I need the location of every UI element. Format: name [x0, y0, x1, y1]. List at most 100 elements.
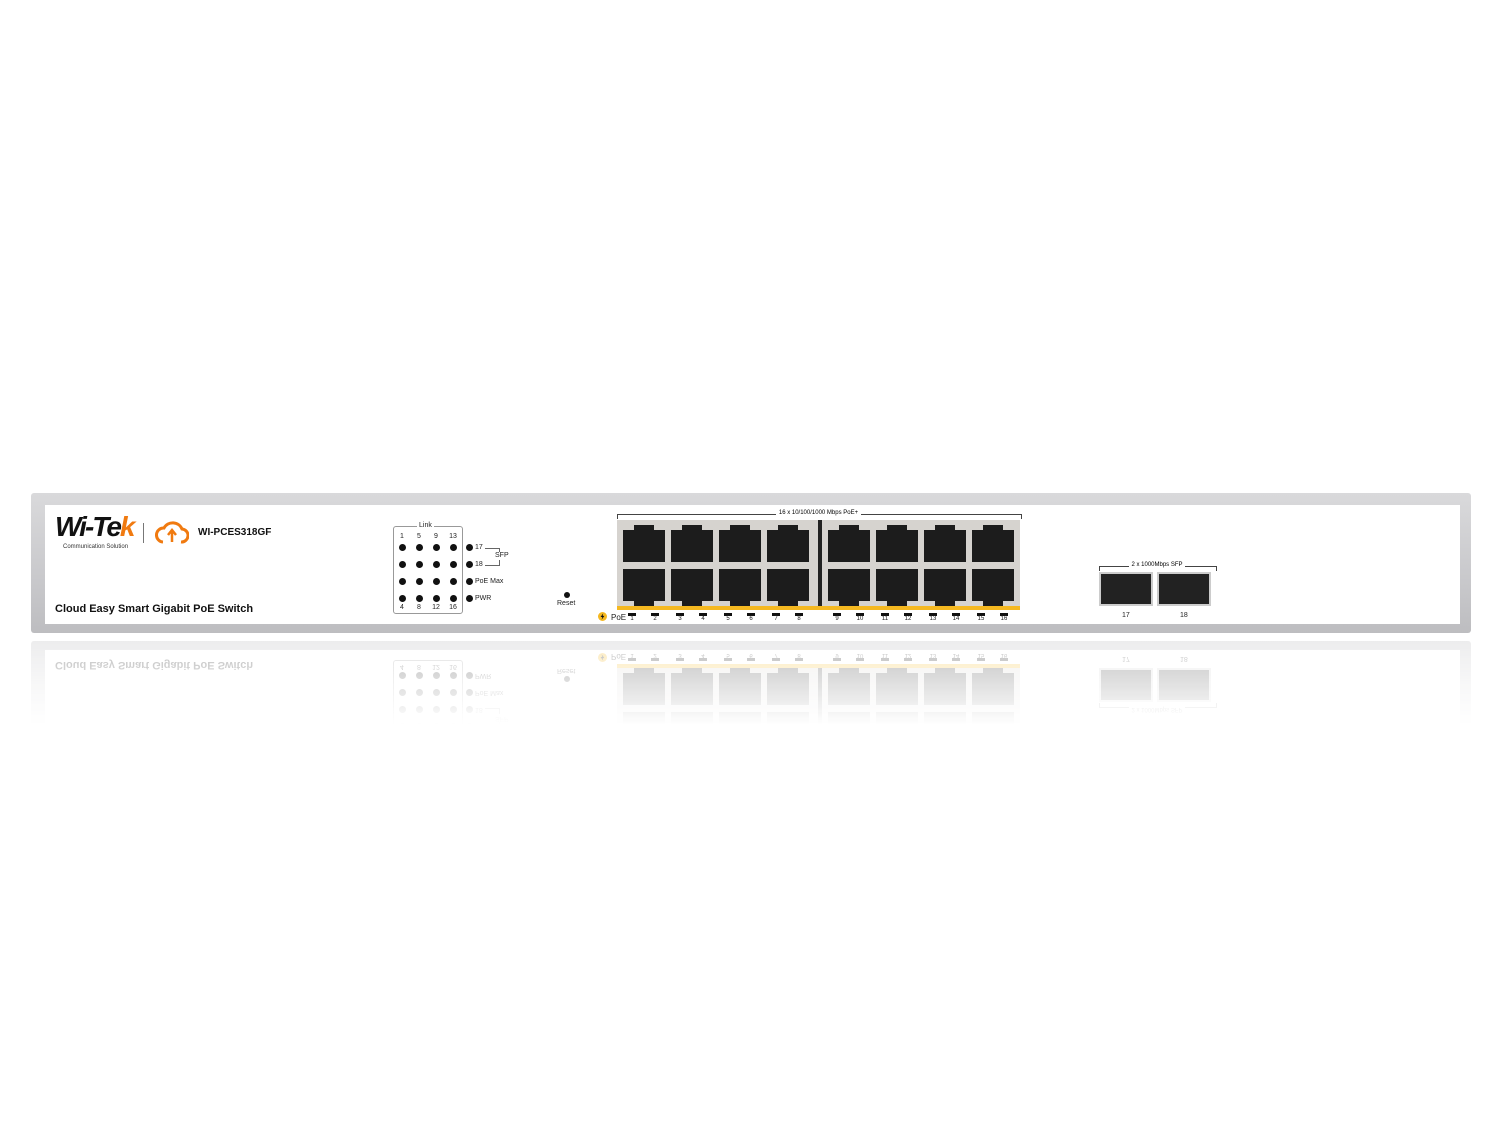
rj45-port-10[interactable]	[828, 569, 870, 606]
rj45-title: 16 x 10/100/1000 Mbps PoE+	[775, 510, 862, 516]
led-column-number: 1	[400, 533, 404, 540]
port-number: 5	[726, 616, 730, 622]
sfp-title: 2 x 1000Mbps SFP	[1129, 562, 1185, 568]
poe-led	[724, 613, 732, 616]
poe-label: PoE	[611, 613, 627, 622]
port-number: 12	[904, 616, 912, 622]
link-led	[399, 561, 406, 568]
product-tagline: Cloud Easy Smart Gigabit PoE Switch	[55, 603, 254, 615]
poe-led	[651, 613, 659, 616]
link-led	[433, 561, 440, 568]
link-led-title: Link	[417, 522, 434, 530]
poe-led	[699, 613, 707, 616]
rj45-port-1[interactable]	[623, 525, 665, 562]
port-number: 9	[835, 616, 839, 622]
poe-led	[747, 613, 755, 616]
port-number: 11	[881, 616, 889, 622]
link-led	[433, 578, 440, 585]
sfp-port-18[interactable]	[1157, 572, 1211, 606]
link-led	[416, 595, 423, 602]
rj45-port-4[interactable]	[671, 569, 713, 606]
port-number: 15	[977, 616, 985, 622]
led-column-number: 16	[449, 604, 457, 611]
sfp-port-label: 17	[1122, 612, 1130, 619]
poe-bolt-icon	[598, 612, 607, 621]
port-number: 10	[856, 616, 864, 622]
port-number: 6	[749, 616, 753, 622]
poe-led	[1000, 613, 1008, 616]
port-number: 4	[701, 616, 705, 622]
brand-tagline: Communication Solution	[63, 544, 129, 550]
model-number: WI-PCES318GF	[198, 527, 272, 538]
rj45-port-2[interactable]	[623, 569, 665, 606]
rj45-port-5[interactable]	[719, 525, 761, 562]
poe-led	[795, 613, 803, 616]
link-led	[399, 578, 406, 585]
port-number: 2	[653, 616, 657, 622]
status-led-label: PoE Max	[475, 578, 504, 586]
poe-led	[904, 613, 912, 616]
link-led	[399, 595, 406, 602]
port-number: 8	[797, 616, 801, 622]
link-led	[416, 578, 423, 585]
sfp-port-17[interactable]	[1099, 572, 1153, 606]
poe-led	[676, 613, 684, 616]
rj45-port-7[interactable]	[767, 525, 809, 562]
rj45-port-15[interactable]	[972, 525, 1014, 562]
port-number: 7	[774, 616, 778, 622]
divider	[143, 523, 144, 543]
link-led	[416, 544, 423, 551]
rj45-port-6[interactable]	[719, 569, 761, 606]
rj45-port-12[interactable]	[876, 569, 918, 606]
led-column-number: 4	[400, 604, 404, 611]
link-led	[450, 561, 457, 568]
status-led	[466, 561, 473, 568]
cloud-icon	[155, 521, 189, 544]
link-led	[450, 578, 457, 585]
led-column-number: 12	[432, 604, 440, 611]
led-column-number: 5	[417, 533, 421, 540]
front-panel: Wi-Tek Communication Solution WI-PCES318…	[45, 505, 1460, 624]
poe-led	[881, 613, 889, 616]
reset-button[interactable]	[564, 592, 570, 598]
status-led	[466, 595, 473, 602]
rj45-port-13[interactable]	[924, 525, 966, 562]
sfp-led-label: SFP	[494, 552, 510, 560]
link-led	[416, 561, 423, 568]
sfp-port-label: 18	[1180, 612, 1188, 619]
rj45-port-8[interactable]	[767, 569, 809, 606]
rj45-port-9[interactable]	[828, 525, 870, 562]
led-column-number: 8	[417, 604, 421, 611]
rj45-port-14[interactable]	[924, 569, 966, 606]
status-led	[466, 578, 473, 585]
poe-led	[628, 613, 636, 616]
port-number: 13	[929, 616, 937, 622]
poe-strip	[617, 606, 1020, 610]
port-number: 14	[952, 616, 960, 622]
poe-led	[833, 613, 841, 616]
port-number: 3	[678, 616, 682, 622]
status-led	[466, 544, 473, 551]
poe-led	[772, 613, 780, 616]
rj45-port-11[interactable]	[876, 525, 918, 562]
status-led-label: PWR	[475, 595, 492, 603]
led-column-number: 13	[449, 533, 457, 540]
rj45-port-3[interactable]	[671, 525, 713, 562]
poe-led	[977, 613, 985, 616]
status-led-label: 17	[475, 544, 483, 552]
led-column-number: 9	[434, 533, 438, 540]
poe-led	[856, 613, 864, 616]
link-led	[450, 544, 457, 551]
reset-label: Reset	[557, 600, 576, 607]
port-number: 16	[1000, 616, 1008, 622]
link-led	[450, 595, 457, 602]
status-led-label: 18	[475, 561, 483, 569]
switch-chassis: Wi-Tek Communication Solution WI-PCES318…	[31, 493, 1471, 633]
rj45-port-16[interactable]	[972, 569, 1014, 606]
link-led	[399, 544, 406, 551]
port-number: 1	[630, 616, 634, 622]
poe-led	[929, 613, 937, 616]
brand-logo: Wi-Tek	[55, 511, 135, 542]
link-led	[433, 595, 440, 602]
poe-led	[952, 613, 960, 616]
